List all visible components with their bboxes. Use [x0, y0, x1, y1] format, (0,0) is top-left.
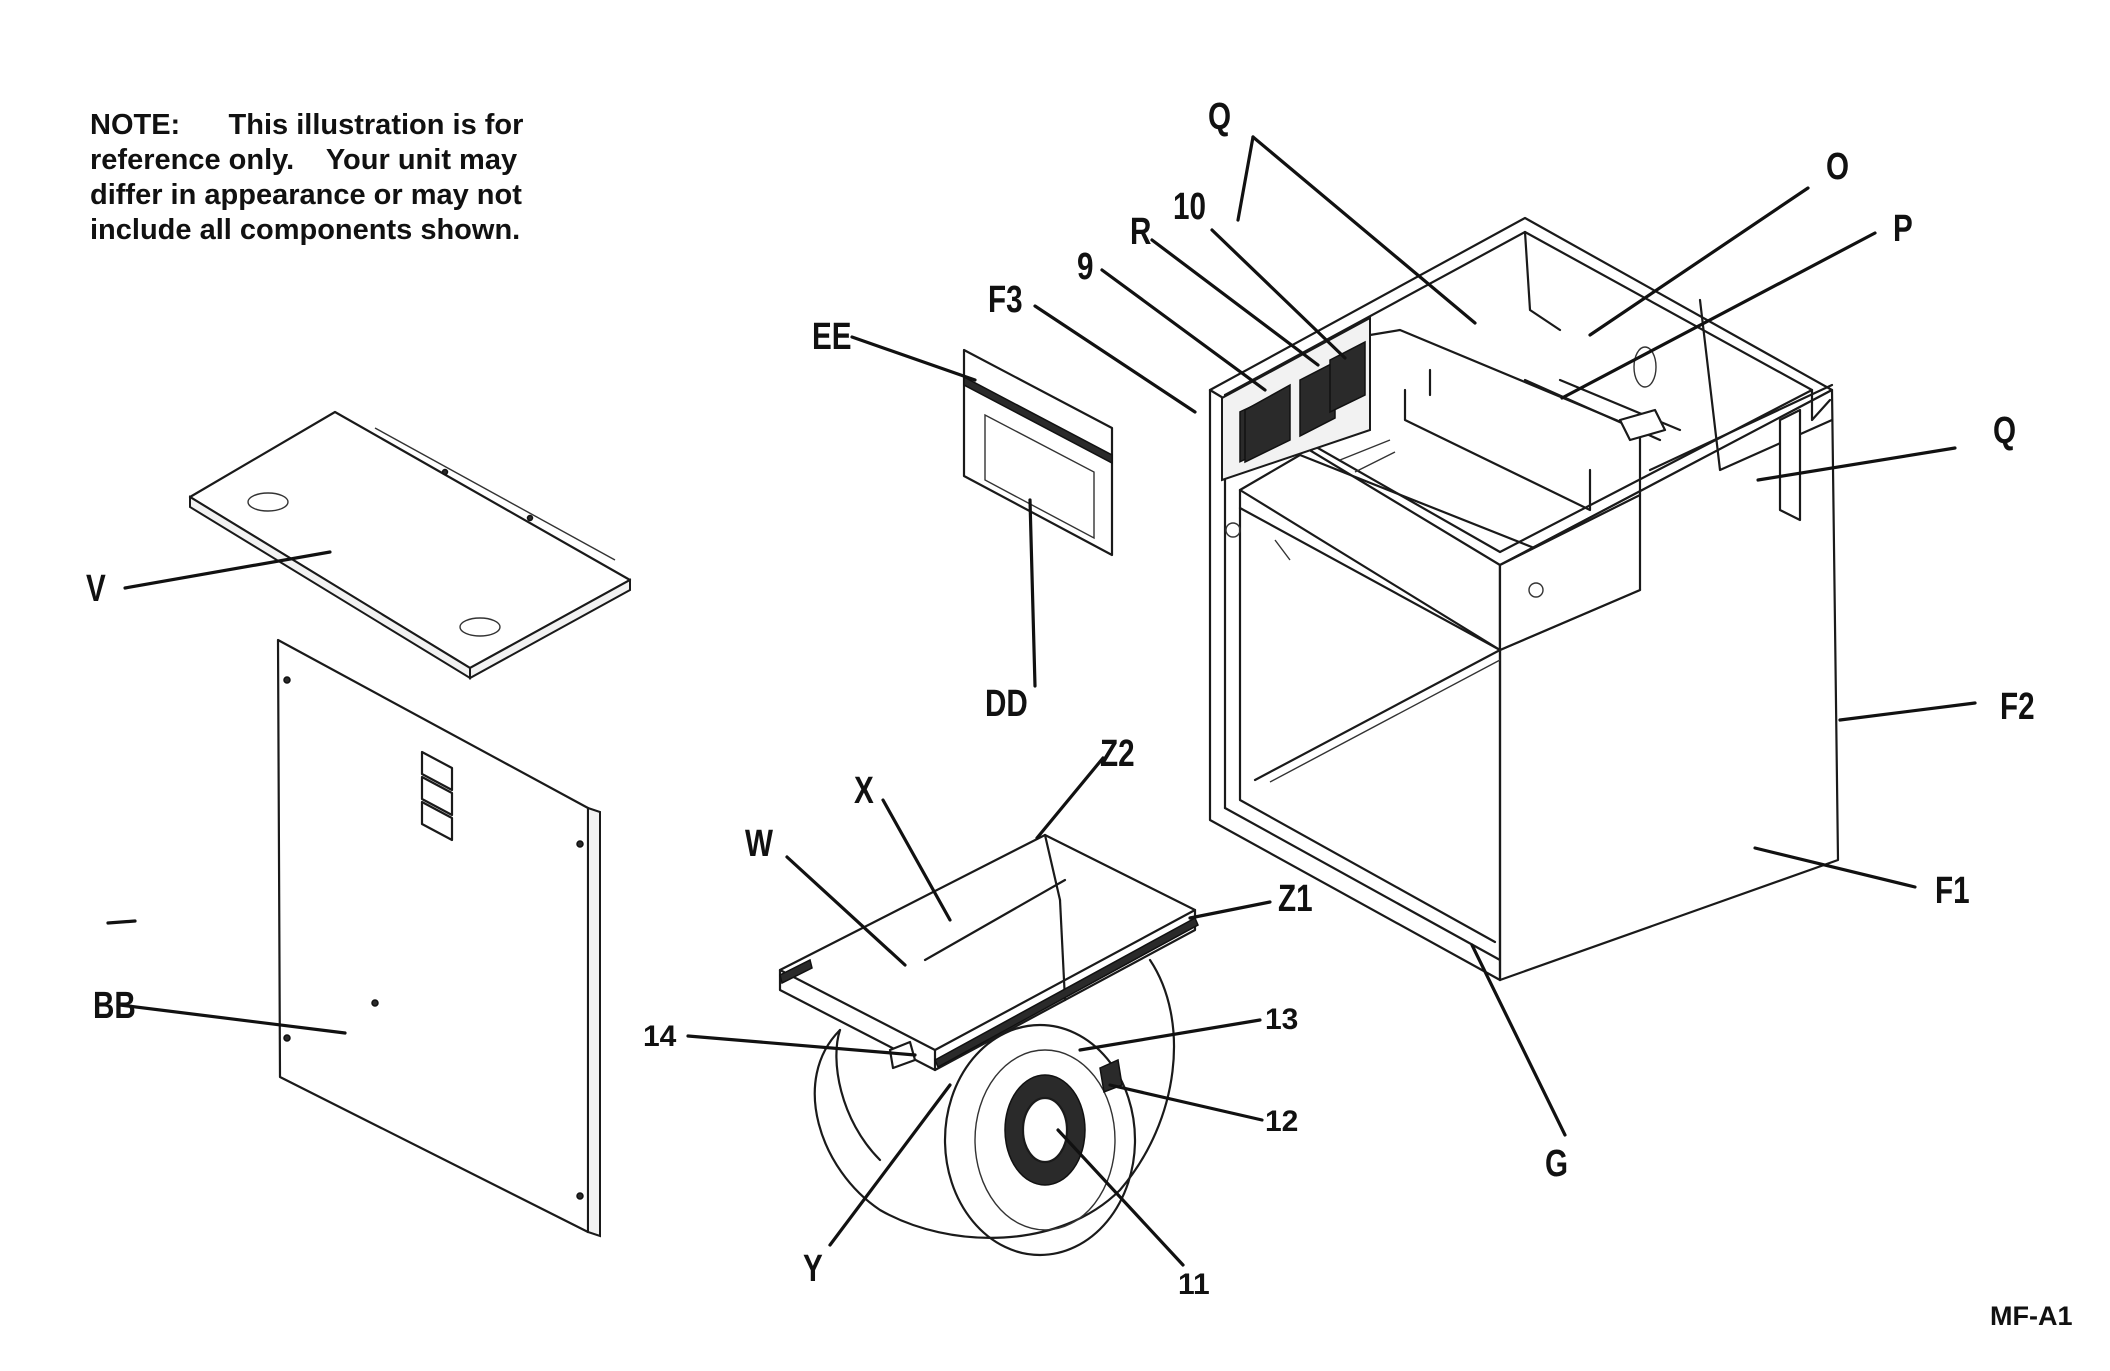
callout-x: X: [854, 770, 874, 812]
callout-p: P: [1893, 208, 1913, 250]
callout-11: 11: [1178, 1268, 1210, 1301]
callout-ee: EE: [812, 316, 852, 358]
callout-g: G: [1545, 1143, 1569, 1185]
top-panel-v: [188, 410, 632, 680]
callout-z1: Z1: [1278, 878, 1313, 920]
callout-f3: F3: [988, 279, 1023, 321]
door-panel-bb: [276, 638, 601, 1238]
note-line-2: reference only. Your unit may: [90, 144, 518, 176]
callout-r: R: [1130, 211, 1152, 253]
callout-o: O: [1826, 146, 1850, 188]
callout-z2: Z2: [1100, 733, 1135, 775]
callout-14: 14: [643, 1020, 677, 1053]
callout-bb: BB: [93, 985, 136, 1027]
callout-q-top: Q: [1208, 96, 1232, 138]
note-line-1: NOTE: This illustration is for: [90, 109, 524, 141]
note-line-3: differ in appearance or may not: [90, 179, 522, 211]
callout-v: V: [86, 568, 106, 610]
filter-rack-dd: [962, 348, 1114, 557]
note-line-4: include all components shown.: [90, 214, 521, 246]
callout-9: 9: [1077, 246, 1094, 288]
figure-code: MF-A1: [1990, 1301, 2073, 1331]
callout-10: 10: [1173, 186, 1206, 228]
callout-q-right: Q: [1993, 410, 2017, 452]
cabinet-main: [1208, 216, 1840, 982]
callout-w: W: [745, 823, 773, 865]
callout-12: 12: [1265, 1105, 1299, 1138]
leader-lines: [106, 135, 1977, 1267]
callout-y: Y: [803, 1248, 823, 1290]
callout-13: 13: [1265, 1003, 1299, 1036]
callout-f2: F2: [2000, 686, 2035, 728]
blower-assembly: [778, 833, 1199, 1257]
callout-dd: DD: [985, 683, 1028, 725]
reference-note: NOTE: This illustration is for reference…: [90, 108, 560, 248]
callout-f1: F1: [1935, 870, 1970, 912]
